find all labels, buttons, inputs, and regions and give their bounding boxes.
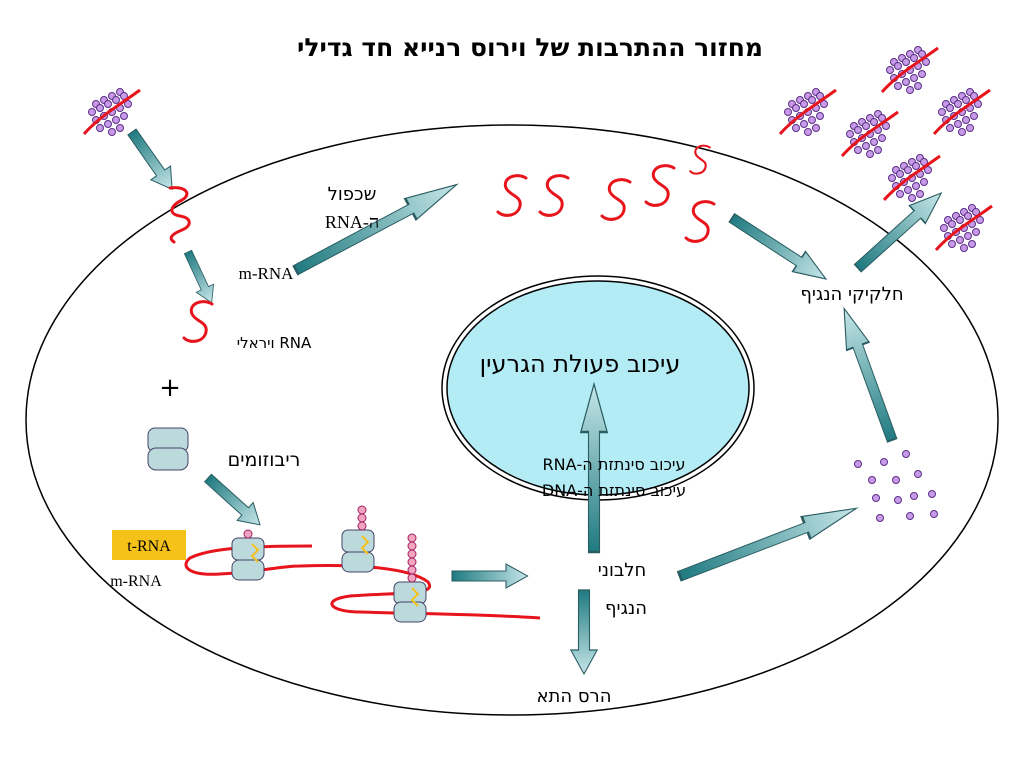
arrow-translation: [451, 563, 529, 589]
plus-sign: +: [159, 373, 181, 403]
released-virus-1: [880, 46, 939, 94]
inhibit-dna-label: עיכוב סינתזת ה-DNA: [542, 481, 686, 500]
cell-membrane: [25, 124, 999, 716]
translation-mrna-strand: [184, 544, 541, 620]
incoming-virus-particle: [82, 88, 141, 136]
translating-ribosome-2: [341, 505, 375, 573]
arrow-proteins-to-assembly: [674, 495, 863, 589]
released-virus-5: [882, 154, 941, 202]
arrow-ribosomes-down: [199, 468, 269, 535]
mrna-lower-label: m-RNA: [110, 573, 162, 590]
released-virus-4: [840, 110, 899, 158]
arrow-assembly: [831, 303, 905, 446]
viral-rna-label: RNA ויראלי: [237, 334, 312, 352]
arrow-to-virus-particles: [724, 207, 834, 290]
replication-label: שכפול: [328, 184, 377, 205]
arrow-cell-destruction: [570, 589, 598, 675]
replicated-rna-6: [684, 200, 716, 243]
nucleus-label: עיכוב פעולת הגרעין: [480, 350, 681, 378]
virus-proteins-label-2: הנגיף: [605, 598, 647, 619]
replicated-rna-2: [538, 174, 570, 217]
replication-rna-label: ה-RNA: [325, 212, 379, 232]
ribosome-icon: [147, 427, 189, 471]
mrna-upper-label: m-RNA: [239, 264, 295, 283]
replicated-rna-1: [496, 174, 528, 217]
virus-proteins-label: חלבוני: [598, 560, 647, 581]
trna-box: [112, 530, 186, 560]
cell-destruction-label: הרס התא: [537, 686, 612, 707]
viral-rna-strand: [182, 300, 214, 343]
capsid-protein-dots: [854, 450, 938, 522]
released-virus-3: [932, 88, 991, 136]
released-virus-2: [778, 88, 837, 136]
arrow-release: [849, 183, 950, 278]
ribosomes-label: ריבוזומים: [228, 449, 301, 471]
translating-ribosome-1: [231, 529, 265, 581]
virus-particles-label: חלקיקי הנגיף: [800, 284, 903, 305]
translating-ribosome-3: [393, 533, 427, 623]
trna-label: t-RNA: [127, 538, 171, 555]
replicated-rna-4: [644, 164, 676, 207]
viral-rna-entering: [168, 186, 191, 244]
diagram-title: מחזור ההתרבות של וירוס רנייא חד גדילי: [297, 33, 763, 62]
released-virus-6: [934, 204, 993, 252]
inhibit-rna-label: עיכוב סינתזת ה-RNA: [542, 455, 685, 474]
arrow-entry: [121, 124, 183, 197]
arrow-to-viral-rna: [178, 247, 221, 308]
replicated-rna-3: [600, 178, 632, 221]
